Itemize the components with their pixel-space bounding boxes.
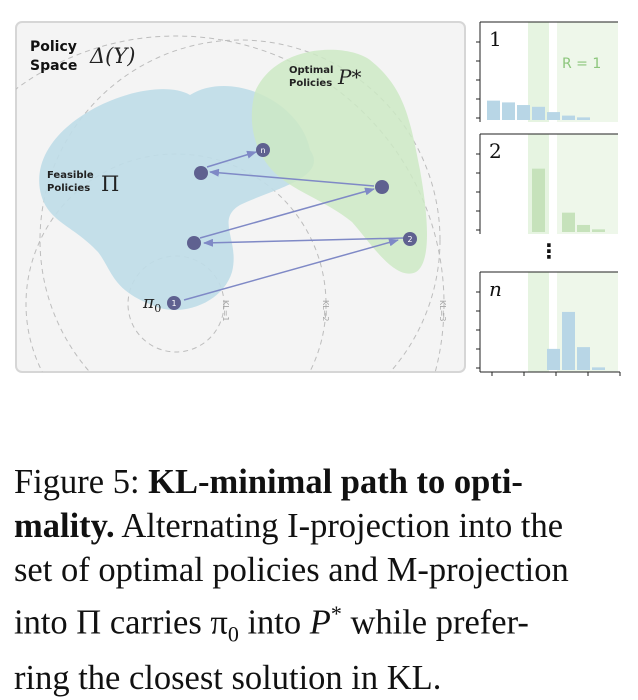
caption-title-part2: mality. <box>14 507 115 545</box>
point-start <box>167 296 181 310</box>
distribution-panel-2: 2 <box>476 133 618 234</box>
feasible-symbol: Π <box>101 172 119 196</box>
arrow-optimal-1-to-feasible <box>203 237 405 247</box>
policy-space-label-line2: Space <box>30 58 77 74</box>
panel-label: 1 <box>489 27 502 51</box>
caption-line4-sym: P <box>309 603 331 642</box>
optimal-band <box>528 22 549 122</box>
caption-line-5: ring the closest solution in KL. <box>14 656 624 700</box>
arrow-start-to-optimal-1 <box>183 238 399 301</box>
bar <box>577 224 590 232</box>
bar <box>562 311 575 370</box>
caption-line4-b: into <box>238 603 310 642</box>
kl-label-2: KL=2 <box>321 300 330 322</box>
caption-line5: ring the closest solution in KL. <box>14 659 442 698</box>
bar <box>577 347 590 370</box>
arrow-feasible-to-optimal-2 <box>199 187 375 239</box>
arrow-feasible-to-optimal-n <box>206 150 257 168</box>
distribution-panel-1: 1 R = 1 <box>476 21 618 122</box>
distribution-panel-3: n <box>476 271 618 372</box>
optimal-symbol: P* <box>337 65 361 89</box>
point-optimal-n <box>256 143 270 157</box>
start-symbol: π0 <box>142 293 161 315</box>
bar <box>562 115 575 120</box>
distribution-panels: 1 R = 1 2 n <box>476 21 621 376</box>
point-optimal-1 <box>403 232 417 246</box>
point-feasible-2 <box>194 166 208 180</box>
bar <box>577 117 590 120</box>
optimal-label-line1: Optimal <box>289 65 333 76</box>
caption-line4-a: into Π carries π <box>14 603 228 642</box>
bar <box>487 100 500 120</box>
point-marker-2: 2 <box>407 235 412 244</box>
caption-line3: set of optimal policies and M-projection <box>14 551 569 589</box>
bar <box>592 229 605 232</box>
arrow-optimal-2-to-feasible <box>209 168 375 187</box>
bar <box>502 102 515 120</box>
policy-space-label-line1: Policy <box>30 39 77 55</box>
caption-title-part1: KL-minimal path to opti- <box>148 463 523 501</box>
policy-space-boundary <box>39 39 441 372</box>
feasible-label-line2: Policies <box>47 183 90 194</box>
optimal-band <box>528 272 549 372</box>
panel-annotation: R = 1 <box>562 56 601 72</box>
caption-line4-sub: 0 <box>227 621 239 647</box>
caption-line-2: mality. Alternating I-projection into th… <box>14 504 624 548</box>
caption-prefix: Figure 5: <box>14 463 149 501</box>
policy-space-symbol: Δ(Y) <box>89 44 135 68</box>
kl-label-3: KL=3 <box>438 300 447 322</box>
caption-line2-rest: Alternating I-projection into the <box>114 507 564 545</box>
point-feasible-1 <box>187 236 201 250</box>
feasible-region <box>39 86 314 310</box>
point-optimal-2 <box>375 180 389 194</box>
point-marker-n: n <box>260 146 265 155</box>
bar <box>592 367 605 370</box>
bar <box>562 212 575 232</box>
bar <box>532 168 545 232</box>
point-marker-1: 1 <box>171 299 176 308</box>
policy-points <box>167 143 417 310</box>
projection-arrows <box>183 150 405 301</box>
bar <box>517 105 530 120</box>
caption-line4-c: while prefer- <box>341 603 529 642</box>
figure: KL=1 KL=2 KL=3 1 2 n Policy Space Δ(Y) F… <box>15 21 621 376</box>
caption-line-1: Figure 5: KL-minimal path to opti- <box>14 460 624 504</box>
caption-line-3: set of optimal policies and M-projection <box>14 548 624 592</box>
kl-ring-3 <box>16 35 445 372</box>
bar <box>547 348 560 370</box>
kl-label-1: KL=1 <box>221 300 230 322</box>
bar <box>547 112 560 120</box>
optimal-region <box>251 49 427 274</box>
panel-label: n <box>489 277 502 301</box>
caption-line4-sup: * <box>330 601 342 626</box>
feasible-label-line1: Feasible <box>47 170 94 181</box>
optimal-band <box>557 22 618 122</box>
panel-ellipsis: ⋮ <box>539 239 559 263</box>
panel-label: 2 <box>489 139 502 163</box>
figure-caption: Figure 5: KL-minimal path to opti- malit… <box>14 460 624 700</box>
optimal-label-line2: Policies <box>289 78 332 89</box>
bar <box>532 106 545 120</box>
caption-line-4: into Π carries π0 into P* while prefer- <box>14 592 624 656</box>
